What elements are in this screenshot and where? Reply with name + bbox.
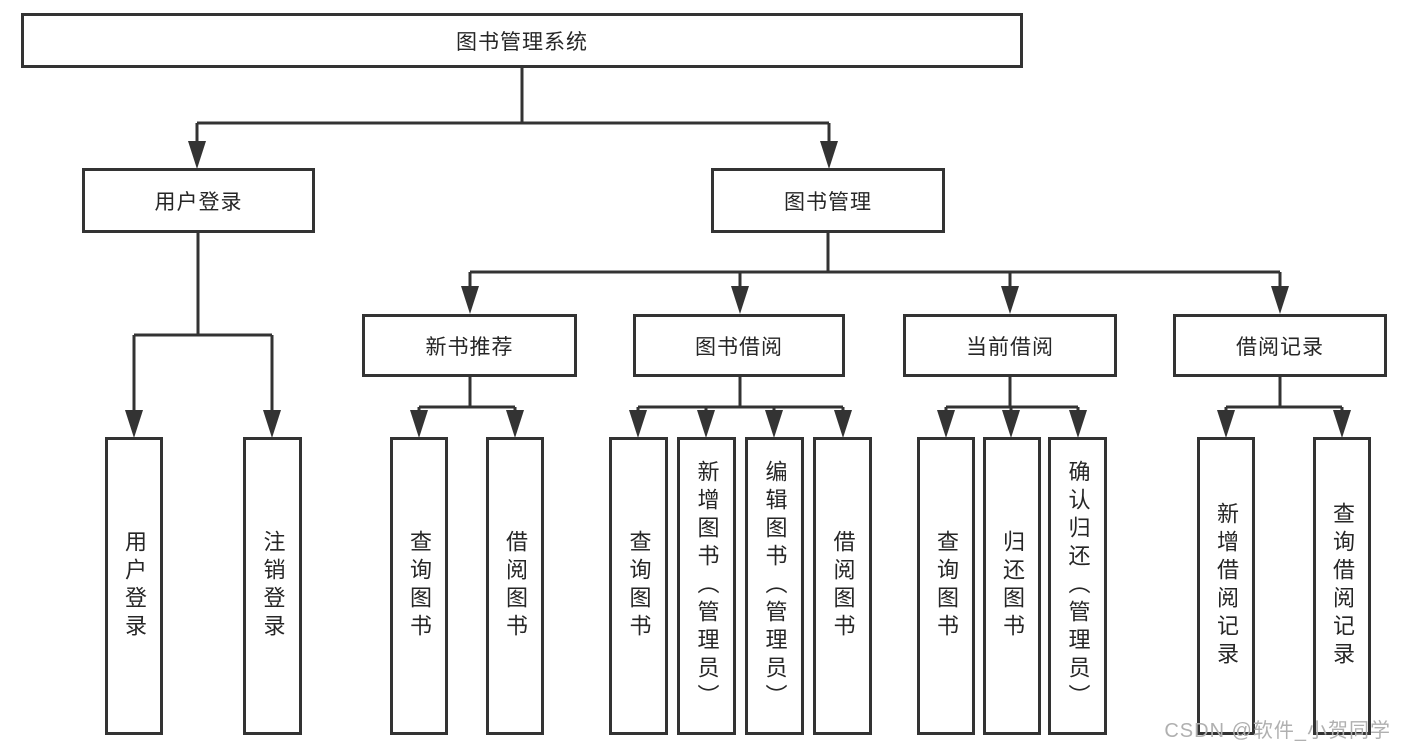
leaf-label: 查询图书 (934, 530, 959, 642)
leaf-label: 用户登录 (122, 530, 147, 642)
node-user-login-label: 用户登录 (154, 190, 243, 214)
leaf-label: 编辑图书（管理员） (762, 460, 788, 712)
node-user-login: 用户登录 (82, 168, 315, 233)
leaf-label: 查询图书 (626, 530, 652, 642)
node-book-borrow-label: 图书借阅 (695, 335, 783, 359)
leaf-add-borrow-record: 新增借阅记录 (1197, 437, 1255, 735)
leaf-label: 注销登录 (260, 530, 286, 642)
leaf-query-borrow-record: 查询借阅记录 (1313, 437, 1371, 735)
node-root-label: 图书管理系统 (456, 30, 588, 54)
csdn-watermark: CSDN @软件_小贺同学 (1164, 720, 1391, 742)
leaf-user-login: 用户登录 (105, 437, 163, 735)
leaf-add-books-admin: 新增图书（管理员） (677, 437, 736, 735)
leaf-query-books-recommend: 查询图书 (390, 437, 448, 735)
leaf-label: 新增借阅记录 (1214, 502, 1239, 670)
leaf-borrow-books-recommend: 借阅图书 (486, 437, 544, 735)
node-book-management-label: 图书管理 (784, 190, 872, 214)
leaf-query-books-borrow: 查询图书 (609, 437, 668, 735)
node-book-borrow: 图书借阅 (633, 314, 845, 377)
node-new-book-recommend-label: 新书推荐 (425, 335, 514, 359)
node-book-management: 图书管理 (711, 168, 945, 233)
leaf-label: 借阅图书 (830, 530, 856, 642)
leaf-logout: 注销登录 (243, 437, 302, 735)
leaf-return-books: 归还图书 (983, 437, 1041, 735)
node-borrow-records-label: 借阅记录 (1236, 335, 1324, 359)
leaf-label: 新增图书（管理员） (694, 460, 720, 712)
leaf-edit-books-admin: 编辑图书（管理员） (745, 437, 804, 735)
node-root: 图书管理系统 (21, 13, 1023, 68)
node-current-borrow: 当前借阅 (903, 314, 1117, 377)
leaf-label: 查询借阅记录 (1330, 502, 1355, 670)
node-current-borrow-label: 当前借阅 (966, 335, 1054, 359)
leaf-confirm-return-admin: 确认归还（管理员） (1048, 437, 1107, 735)
node-new-book-recommend: 新书推荐 (362, 314, 577, 377)
leaf-label: 借阅图书 (503, 530, 528, 642)
leaf-borrow-books: 借阅图书 (813, 437, 872, 735)
node-borrow-records: 借阅记录 (1173, 314, 1387, 377)
arrowhead-icons (125, 141, 1351, 438)
leaf-query-books-current: 查询图书 (917, 437, 975, 735)
leaf-label: 确认归还（管理员） (1065, 460, 1091, 712)
leaf-label: 归还图书 (1000, 530, 1025, 642)
leaf-label: 查询图书 (407, 530, 432, 642)
